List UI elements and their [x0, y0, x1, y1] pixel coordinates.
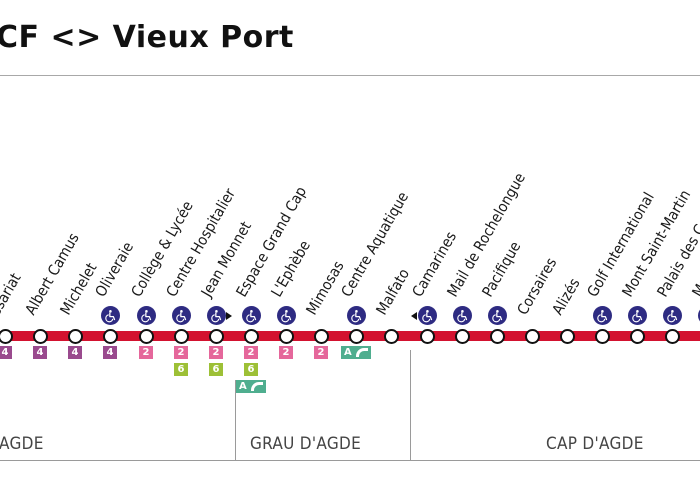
- station-stop-oliveraie[interactable]: [103, 329, 118, 344]
- page-title: CF <> Vieux Port: [0, 20, 294, 55]
- zone-divider-grau-cap: [410, 350, 411, 460]
- station-stop-corsaires[interactable]: [525, 329, 540, 344]
- phone-icon: [355, 348, 368, 357]
- badge-letter: A: [239, 381, 247, 392]
- on-demand-transport-badge: A: [341, 346, 371, 359]
- line-connection-badge-4: 4: [33, 346, 47, 359]
- station-stop-l-ephebe[interactable]: [279, 329, 294, 344]
- line-connection-badge-2: 2: [244, 346, 258, 359]
- wheelchair-accessible-icon: [593, 306, 612, 325]
- line-connection-badge-4: 4: [103, 346, 117, 359]
- station-stop-malfato[interactable]: [384, 329, 399, 344]
- station-label-alizes: Alizés: [548, 275, 584, 318]
- station-stop-commissariat[interactable]: [0, 329, 13, 344]
- station-label-commissariat: ssariat: [0, 269, 25, 318]
- wheelchair-accessible-icon: [698, 306, 700, 325]
- title-divider: [0, 75, 700, 76]
- direction-arrow-left-icon: [411, 312, 417, 320]
- station-stop-centre-aquatique[interactable]: [349, 329, 364, 344]
- station-stop-michelet[interactable]: [68, 329, 83, 344]
- station-stop-mail-de-rochelongue[interactable]: [455, 329, 470, 344]
- wheelchair-accessible-icon: [347, 306, 366, 325]
- zone-baseline: [0, 460, 700, 461]
- zone-divider-agde-grau: [235, 380, 236, 460]
- direction-arrow-right-icon: [226, 312, 232, 320]
- station-stop-albert-camus[interactable]: [33, 329, 48, 344]
- on-demand-transport-badge: A: [236, 380, 266, 393]
- line-connection-badge-2: 2: [139, 346, 153, 359]
- station-stop-mimosas[interactable]: [314, 329, 329, 344]
- line-connection-badge-2: 2: [279, 346, 293, 359]
- wheelchair-accessible-icon: [207, 306, 226, 325]
- zone-label-cap-dagde: CAP D'AGDE: [546, 434, 644, 454]
- line-connection-badge-4: 4: [68, 346, 82, 359]
- wheelchair-accessible-icon: [101, 306, 120, 325]
- phone-icon: [250, 382, 263, 391]
- wheelchair-accessible-icon: [137, 306, 156, 325]
- line-connection-badge-2: 2: [209, 346, 223, 359]
- station-stop-espace-grand-cap[interactable]: [244, 329, 259, 344]
- wheelchair-accessible-icon: [663, 306, 682, 325]
- station-stop-camarines[interactable]: [420, 329, 435, 344]
- wheelchair-accessible-icon: [488, 306, 507, 325]
- line-connection-badge-2: 2: [174, 346, 188, 359]
- wheelchair-accessible-icon: [453, 306, 472, 325]
- station-stop-jean-monnet[interactable]: [209, 329, 224, 344]
- station-stop-pacifique[interactable]: [490, 329, 505, 344]
- line-connection-badge-2: 2: [314, 346, 328, 359]
- line-connection-badge-6: 6: [209, 363, 223, 376]
- line-connection-badge-4: 4: [0, 346, 12, 359]
- line-connection-badge-6: 6: [174, 363, 188, 376]
- station-stop-mont-saint-martin[interactable]: [630, 329, 645, 344]
- wheelchair-accessible-icon: [418, 306, 437, 325]
- station-stop-college-lycee[interactable]: [139, 329, 154, 344]
- zone-label-agde: AGDE: [0, 434, 44, 454]
- station-stop-golf-international[interactable]: [595, 329, 610, 344]
- line-connection-badge-6: 6: [244, 363, 258, 376]
- station-stop-centre-hospitalier[interactable]: [174, 329, 189, 344]
- zone-label-grau-dagde: GRAU D'AGDE: [250, 434, 362, 454]
- wheelchair-accessible-icon: [277, 306, 296, 325]
- badge-letter: A: [344, 347, 352, 358]
- wheelchair-accessible-icon: [242, 306, 261, 325]
- station-stop-palais-des-congres[interactable]: [665, 329, 680, 344]
- station-label-malfato: Malfato: [372, 265, 414, 318]
- wheelchair-accessible-icon: [628, 306, 647, 325]
- wheelchair-accessible-icon: [172, 306, 191, 325]
- station-stop-alizes[interactable]: [560, 329, 575, 344]
